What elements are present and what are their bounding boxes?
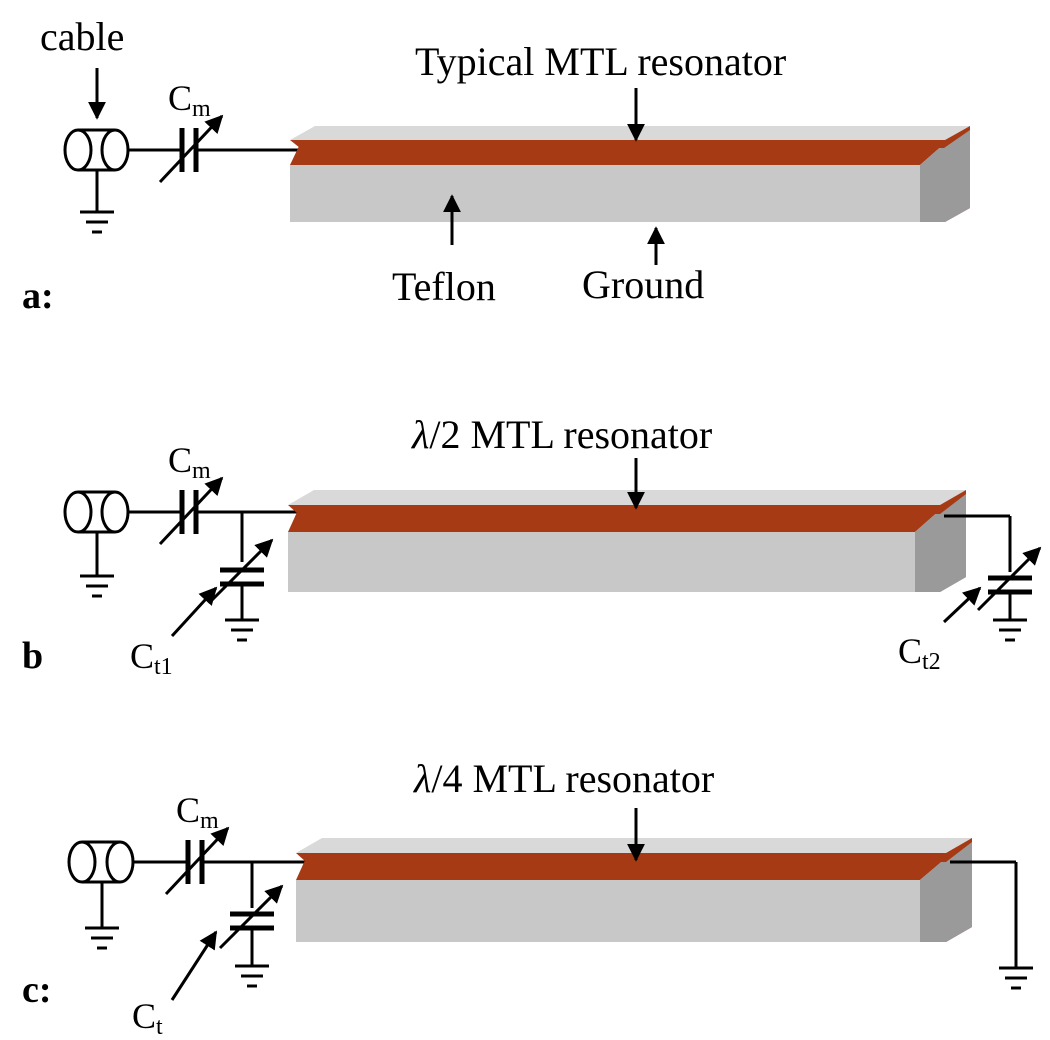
tuning-capacitor-2-icon [944,514,1042,642]
title-typical: Typical MTL resonator [415,39,786,84]
ground-label: Ground [582,262,704,307]
resonator-block-a [290,126,970,222]
ground-symbol-icon [225,618,259,642]
panel-b-label: b [22,635,43,677]
cm-label: Cm [176,790,219,834]
panel-a-label: a: [22,275,54,317]
ct-label: Ct [132,996,163,1040]
ground-symbol-icon [999,966,1033,990]
ct2-label: Ct2 [898,631,941,675]
cm-label: Cm [168,78,211,122]
ground-symbol-icon [993,618,1027,642]
teflon-label: Teflon [392,264,496,309]
ground-symbol-icon [85,926,119,950]
panel-a: cable Cm Typical MTL resonator Teflon Gr… [22,14,970,317]
title-quarter-wave: λ/4 MTL resonator [413,756,714,801]
matching-capacitor-icon [133,826,315,896]
panel-b: Cm Ct1 λ/2 MTL resonator [22,412,1042,680]
tuning-capacitor-1-icon [208,512,274,642]
cable-label: cable [40,14,124,59]
title-half-wave: λ/2 MTL resonator [411,412,712,457]
ground-symbol-icon [80,574,114,598]
coax-cable-icon [63,128,130,234]
short-to-ground [950,860,1033,990]
resonator-block-b [288,490,966,592]
matching-capacitor-icon [128,476,305,546]
panel-c: Cm Ct λ/4 MTL resonator [22,756,1033,1040]
coax-cable-icon [63,490,130,598]
panel-c-label: c: [22,969,52,1011]
resonator-block-c [296,838,972,942]
cm-label: Cm [168,440,211,484]
ct1-label: Ct1 [130,636,173,680]
ground-symbol-icon [80,210,114,234]
tuning-capacitor-icon [218,862,284,988]
coax-cable-icon [67,840,135,950]
ground-symbol-icon [235,964,269,988]
